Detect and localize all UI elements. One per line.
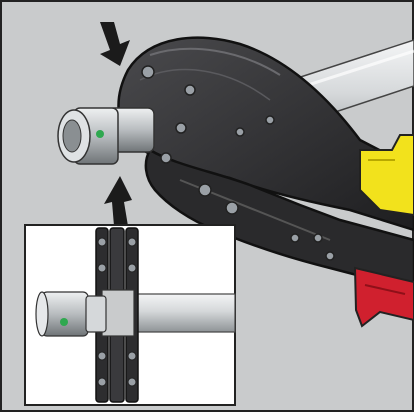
press-arrow-up-icon xyxy=(104,176,132,226)
press-fitting xyxy=(57,107,155,165)
handle-yellow xyxy=(359,134,414,217)
tool-rivets xyxy=(141,65,335,261)
inset-jaw-blades xyxy=(95,227,139,403)
press-arrow-down-icon xyxy=(100,22,130,66)
inset-detail xyxy=(24,224,236,406)
fitting-marker xyxy=(96,130,104,138)
inset-fitting-marker xyxy=(60,318,68,326)
handle-red xyxy=(353,266,414,328)
